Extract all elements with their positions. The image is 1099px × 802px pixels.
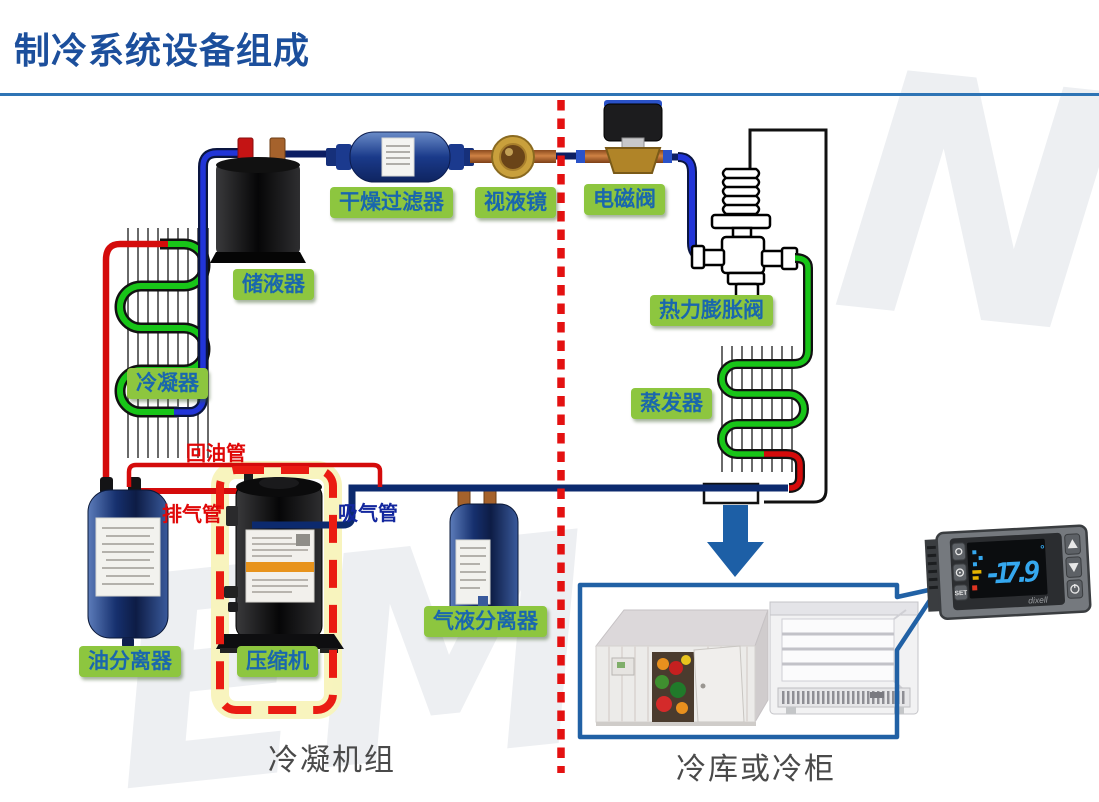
suction-pipe: [252, 484, 788, 529]
label-discharge-pipe: 排气管: [162, 504, 222, 526]
label-solenoid-valve: 电磁阀: [584, 184, 665, 216]
controller-set-button: SET: [954, 590, 967, 598]
receiver-photo: [210, 137, 306, 263]
expansion-valve-drawing: [690, 167, 799, 307]
receiver-inlet-pipe: [174, 150, 246, 415]
label-gas-liquid-separator: 气液分离器: [424, 606, 547, 638]
controller-brand: dixell: [1028, 594, 1049, 605]
label-suction-pipe: 吸气管: [338, 503, 398, 525]
condenser-inlet-pipe: [102, 240, 168, 489]
label-condenser: 冷凝器: [127, 368, 208, 400]
caption-cold-room: 冷库或冷柜: [676, 753, 836, 786]
cold-room-box: [577, 582, 940, 740]
gas-liquid-separator-photo: [449, 487, 519, 629]
oil-separator-photo: [87, 477, 169, 647]
display-cabinet-photo: [769, 601, 919, 715]
label-expansion-valve: 热力膨胀阀: [650, 295, 773, 327]
cold-room-box-border: [577, 582, 940, 740]
caption-condensing-unit: 冷凝机组: [268, 744, 396, 777]
txv-sensing-capillary: [748, 128, 828, 504]
temperature-controller-photo: -17.9 ° dixell SET: [924, 524, 1092, 621]
label-sight-glass: 视液镜: [475, 187, 556, 219]
label-filter-drier: 干燥过滤器: [330, 187, 453, 219]
cold-room-photo: [594, 609, 769, 726]
txv-inlet-pipe: [677, 154, 712, 260]
filter-drier-photo: [326, 131, 474, 183]
compressor-highlight-frame: [216, 466, 337, 714]
condenser-fins: [127, 228, 209, 458]
controller-display-unit: °: [1040, 544, 1045, 556]
label-evaporator: 蒸发器: [631, 388, 712, 420]
label-compressor: 压缩机: [237, 646, 318, 678]
title-underline: [0, 93, 1099, 96]
label-receiver: 储液器: [233, 269, 314, 301]
evaporator-coil: [717, 253, 813, 493]
down-arrow: [707, 505, 764, 577]
controller-display-value: -17.9: [984, 555, 1042, 591]
label-oil-separator: 油分离器: [79, 646, 181, 678]
evaporator-fins: [721, 346, 793, 472]
oil-return-pipe: [126, 462, 383, 487]
page-title: 制冷系统设备组成: [14, 30, 311, 71]
label-oil-return-pipe: 回油管: [186, 443, 246, 465]
sight-glass-photo: [470, 135, 556, 179]
solenoid-valve-photo: [576, 100, 672, 174]
